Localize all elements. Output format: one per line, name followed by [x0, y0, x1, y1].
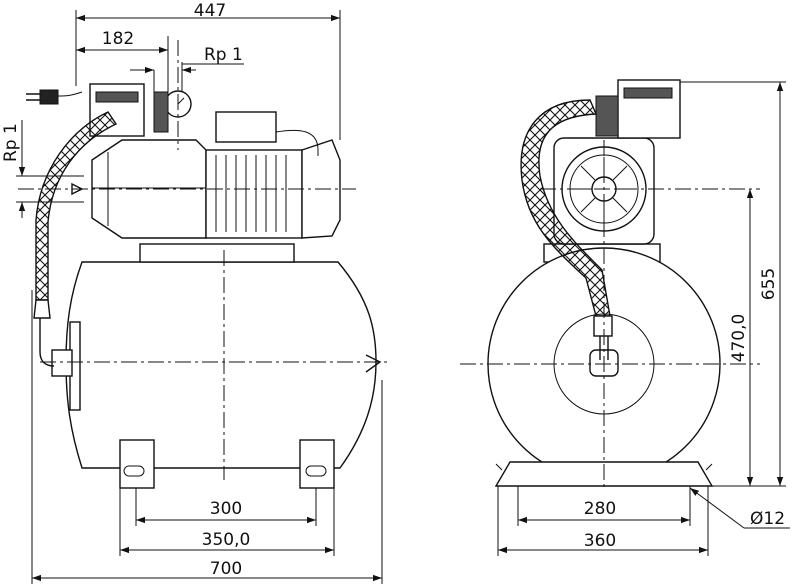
dim-700: 700: [210, 559, 242, 579]
dim-rp1-outlet: Rp 1: [204, 45, 243, 65]
dim-300: 300: [210, 499, 242, 519]
dim-350: 350,0: [202, 530, 251, 550]
side-tank: [65, 261, 377, 469]
dim-rp1-inlet: Rp 1: [1, 123, 21, 162]
side-pump-base: [139, 243, 295, 263]
side-motor: [205, 149, 303, 239]
side-foot-slot-right: [305, 465, 327, 477]
side-foot-right: [299, 439, 335, 489]
front-dimensions: 655 470,0 280 360 Ø12: [497, 81, 790, 556]
dim-182: 182: [102, 29, 134, 49]
side-view: [18, 40, 390, 489]
dim-280: 280: [584, 499, 616, 519]
side-valve: [153, 91, 169, 133]
side-plug: [39, 89, 59, 105]
side-terminal-box: [215, 111, 277, 143]
side-inlet-fitting: [51, 349, 73, 377]
dim-447: 447: [194, 1, 226, 21]
dim-diameter-12: Ø12: [750, 509, 785, 529]
dim-655: 655: [759, 268, 779, 300]
side-dimensions: 447 182 Rp 1 Rp 1 300 350,0 700: [1, 1, 383, 584]
side-foot-slot-left: [123, 465, 145, 477]
dim-360: 360: [584, 531, 616, 551]
front-valve: [595, 95, 619, 137]
side-power-cable: [57, 91, 83, 97]
dim-470: 470,0: [729, 314, 749, 363]
side-foot-left: [119, 439, 155, 489]
front-view: [460, 79, 760, 488]
